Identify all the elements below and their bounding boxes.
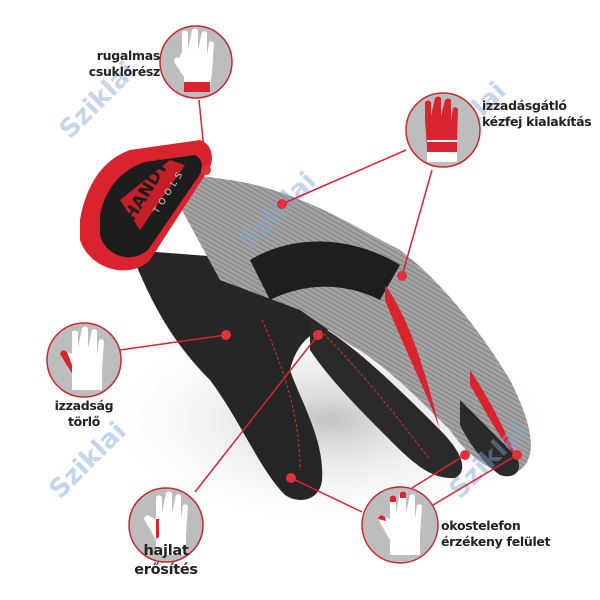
glove-dotted-palm-icon bbox=[405, 92, 481, 168]
feature-label-flexible-wrist: rugalmas csuklórész bbox=[60, 48, 161, 80]
callout-dots bbox=[201, 165, 522, 483]
label-line: erősítés bbox=[134, 562, 198, 578]
feature-label-sweat-wipe: izzadság törlő bbox=[34, 398, 134, 430]
label-line: törlő bbox=[67, 414, 101, 429]
label-line: rugalmas bbox=[96, 48, 161, 63]
glove-wrist-icon bbox=[159, 25, 233, 99]
label-line: izzadság bbox=[54, 398, 114, 413]
feature-label-touchscreen: okostelefon érzékeny felület bbox=[441, 518, 581, 550]
label-line: okostelefon bbox=[441, 518, 521, 533]
feature-label-crotch-reinforcement: hajlat erősítés bbox=[116, 542, 216, 580]
feature-label-anti-sweat-back: izzadásgátló kézfej kialakítás bbox=[482, 98, 600, 130]
glove-thumb-wipe-icon bbox=[46, 322, 122, 398]
label-line: izzadásgátló bbox=[482, 98, 567, 113]
label-line: hajlat bbox=[143, 543, 189, 559]
glove: HANDY TOOLS bbox=[80, 140, 531, 500]
label-line: csuklórész bbox=[88, 64, 161, 79]
label-line: érzékeny felület bbox=[441, 534, 551, 549]
label-line: kézfej kialakítás bbox=[482, 114, 592, 129]
glove-thumb-crotch-icon bbox=[128, 487, 204, 563]
glove-touchscreen-tips-icon bbox=[361, 486, 439, 564]
callout-lines bbox=[119, 99, 518, 513]
